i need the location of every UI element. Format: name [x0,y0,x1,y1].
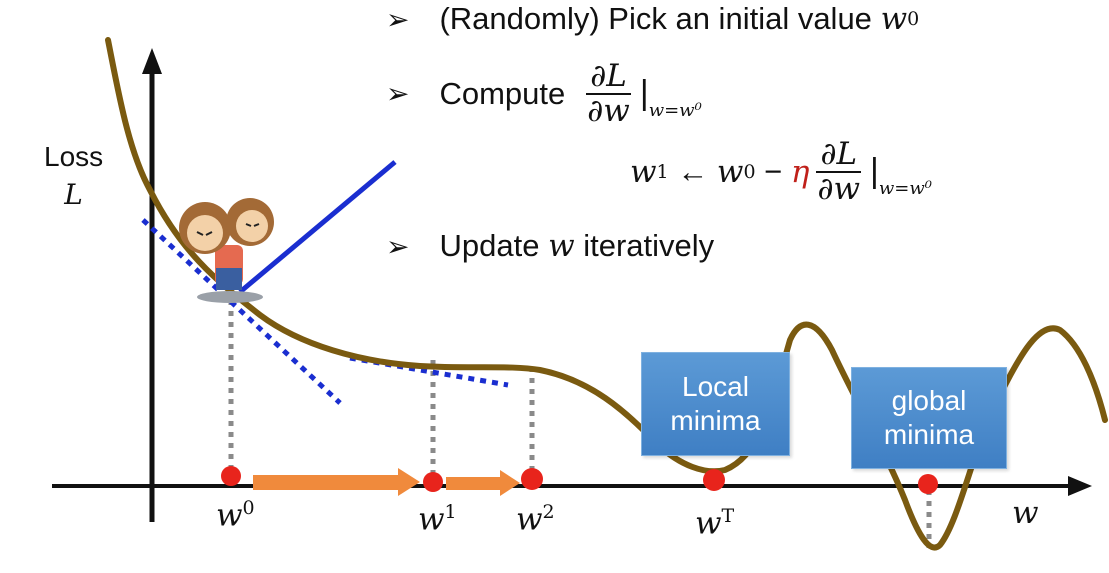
eval-bar: | [639,74,649,113]
bullet-text: (Randomly) Pick an initial value [439,1,872,36]
sup-0: 0 [907,8,920,30]
label-wT: wT [695,505,735,542]
global-minima-box: global minima [851,367,1007,469]
step-arrow-1-to-2 [446,470,520,496]
x-axis-arrowhead [1068,476,1092,496]
label-w0: w0 [216,497,255,534]
learning-rate-eta: η [790,153,810,190]
var-w: w [880,1,908,37]
bullet-arrow-icon: ➢ [386,78,410,110]
bullet-compute: ➢ Compute ∂L ∂w |w=w⁰ [386,60,702,127]
y-axis-label: Loss L [44,141,104,211]
x-axis-label: w [1012,495,1039,531]
point-wT [703,469,725,491]
point-w0 [221,466,241,486]
bullet-update: ➢ Update w iteratively [386,228,715,264]
step-arrow-0-to-1 [253,468,420,496]
point-w2 [521,468,543,490]
derivative-fraction: ∂L ∂w [816,136,862,207]
character-illustration [179,198,274,303]
negative-gradient-line [238,160,397,294]
label-w1: w1 [418,501,457,538]
derivative-fraction: ∂L ∂w [586,58,631,129]
tangent-dotted-w0 [141,218,342,405]
eval-subscript: w=w⁰ [648,100,702,122]
point-global-min [918,474,938,494]
bullet-arrow-icon: ➢ [386,3,410,35]
bullet-arrow-icon: ➢ [386,230,410,262]
bullet-text: Compute [439,75,566,111]
point-w1 [423,472,443,492]
local-minima-box: Local minima [641,352,790,456]
y-axis-arrowhead [142,48,162,74]
label-w2: w2 [516,501,555,538]
